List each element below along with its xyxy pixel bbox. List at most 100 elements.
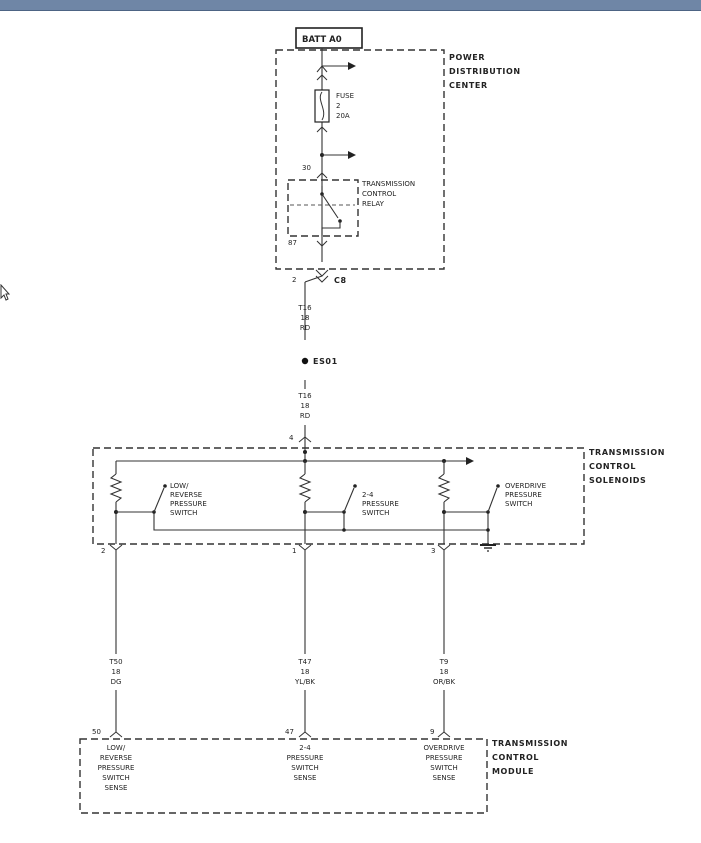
- t9-circuit: T9: [439, 658, 449, 666]
- batt-label: BATT A0: [302, 35, 342, 45]
- mid-out-chevron: [298, 544, 312, 551]
- t16-upper-color: RD: [300, 324, 310, 332]
- tcm-chevron-50: [109, 731, 123, 738]
- tcm-outline: [79, 738, 488, 814]
- tcm-9-line-4: SENSE: [433, 774, 456, 782]
- low-switch-line: [116, 511, 488, 531]
- mid-switch-label-3: SWITCH: [362, 509, 389, 517]
- od-switch-label-3: SWITCH: [505, 500, 532, 508]
- relay-pin-in: 30: [302, 164, 311, 172]
- mid-switch-contact: [353, 484, 357, 488]
- relay-chevron-in: [316, 172, 328, 179]
- mid-switch-label-2: PRESSURE: [362, 500, 399, 508]
- solenoid-pin-24: 1: [292, 547, 296, 555]
- tcm-chevron-9: [437, 731, 451, 738]
- t50-circuit: T50: [108, 658, 122, 666]
- od-ground-node: [486, 528, 490, 532]
- relay-output: [321, 221, 341, 236]
- label-gap: [426, 654, 462, 690]
- low-resistor-icon: [109, 473, 123, 503]
- t9-gauge: 18: [440, 668, 449, 676]
- mid-switch-label-1: 2-4: [362, 491, 374, 499]
- t47-gauge: 18: [301, 668, 310, 676]
- low-switch-blade: [153, 487, 165, 513]
- tcm-50-line-3: PRESSURE: [98, 764, 135, 772]
- bus-arrow-icon: [348, 151, 356, 159]
- c8-name: C8: [334, 276, 347, 285]
- splice-es01-dot: [301, 357, 309, 365]
- t9-color: OR/BK: [433, 678, 456, 686]
- low-switch-label-2: REVERSE: [170, 491, 202, 499]
- mid-switch-line: [305, 511, 345, 530]
- tcm-47-line-2: PRESSURE: [287, 754, 324, 762]
- solenoid-pin-low: 2: [101, 547, 105, 555]
- relay-outline: [287, 179, 359, 237]
- fuse-rating: 20A: [336, 112, 350, 120]
- tcm-50-line-4: SWITCH: [102, 774, 129, 782]
- label-gap: [289, 654, 321, 690]
- t16-upper-circuit: T16: [297, 304, 312, 312]
- solenoids-label-3: SOLENOIDS: [589, 476, 646, 485]
- t47-color: YL/BK: [294, 678, 315, 686]
- tcm-label-2: CONTROL: [492, 753, 539, 762]
- tcm-pin-50: 50: [92, 728, 101, 736]
- solenoids-outline: [92, 447, 585, 545]
- od-out-chevron: [437, 544, 451, 551]
- c8-pin: 2: [292, 276, 296, 284]
- tcm-50-line-5: SENSE: [105, 784, 128, 792]
- relay-pin-out: 87: [288, 239, 297, 247]
- bus-arrow-icon: [466, 457, 474, 465]
- t16-upper-gauge: 18: [301, 314, 310, 322]
- pdc-label-2: DISTRIBUTION: [449, 67, 521, 76]
- relay-label-3: RELAY: [362, 200, 385, 208]
- fuse-number: 2: [336, 102, 340, 110]
- t16-lower-color: RD: [300, 412, 310, 420]
- t50-color: DG: [111, 678, 122, 686]
- tcm-47-line-4: SENSE: [294, 774, 317, 782]
- solenoids-label-2: CONTROL: [589, 462, 636, 471]
- pdc-chevron-2: [316, 74, 328, 81]
- tcm-9-line-2: PRESSURE: [426, 754, 463, 762]
- pdc-chevron-3: [316, 126, 328, 133]
- low-switch-contact: [163, 484, 167, 488]
- low-switch-label-1: LOW/: [170, 482, 189, 490]
- mouse-pointer-icon: [0, 284, 10, 301]
- tcm-pin-9: 9: [430, 728, 434, 736]
- tcm-label-1: TRANSMISSION: [492, 739, 568, 748]
- window-title-bar: [0, 0, 701, 11]
- tcm-chevron-47: [298, 731, 312, 738]
- pdc-label-1: POWER: [449, 53, 485, 62]
- solenoid-pin-in: 4: [289, 434, 294, 442]
- tcm-9-line-1: OVERDRIVE: [424, 744, 465, 752]
- tcm-47-line-3: SWITCH: [291, 764, 318, 772]
- label-gap: [296, 389, 314, 425]
- mid-resistor-icon: [298, 473, 312, 503]
- c8-connector-top: [315, 269, 329, 277]
- mid-ground-node: [342, 528, 346, 532]
- low-out-chevron: [109, 544, 123, 551]
- solenoid-pin-od: 3: [431, 547, 435, 555]
- bus-arrow-icon: [348, 62, 356, 70]
- tcm-9-line-3: SWITCH: [430, 764, 457, 772]
- feed-dot: [303, 450, 307, 454]
- pdc-outline: [275, 49, 445, 270]
- od-switch-line: [444, 511, 489, 544]
- batt-box: [295, 27, 363, 49]
- tcm-pin-47: 47: [285, 728, 294, 736]
- solenoids-label-1: TRANSMISSION: [589, 448, 665, 457]
- relay-switch-blade: [321, 193, 339, 219]
- c8-connector-bottom: [315, 275, 329, 283]
- od-switch-label-2: PRESSURE: [505, 491, 542, 499]
- relay-chevron-out: [316, 240, 328, 247]
- fuse-label: FUSE: [336, 92, 354, 100]
- fuse-element: [319, 91, 325, 121]
- od-switch-label-1: OVERDRIVE: [505, 482, 546, 490]
- od-resistor-icon: [437, 473, 451, 503]
- relay-label-2: CONTROL: [362, 190, 396, 198]
- tcm-50-line-2: REVERSE: [100, 754, 132, 762]
- c8-jog: [304, 275, 323, 283]
- tcm-47-line-1: 2-4: [299, 744, 311, 752]
- relay-label-1: TRANSMISSION: [361, 180, 415, 188]
- low-switch-label-4: SWITCH: [170, 509, 197, 517]
